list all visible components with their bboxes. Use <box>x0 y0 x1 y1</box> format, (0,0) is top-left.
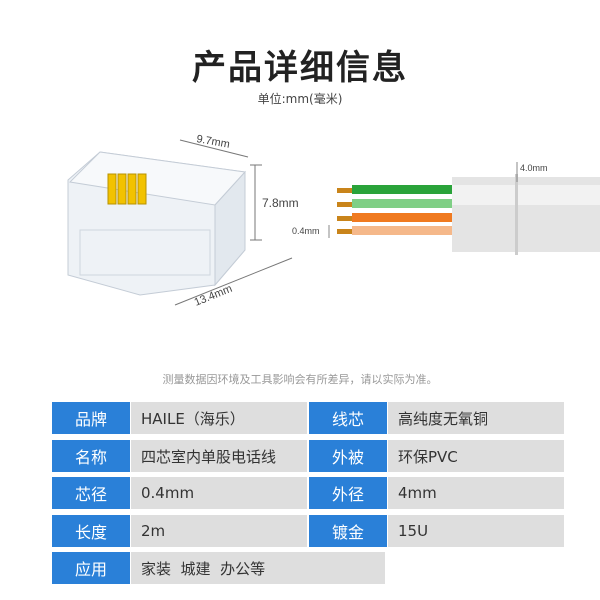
spec-value: 4mm <box>388 477 564 509</box>
height-dimension: 7.8mm <box>262 196 299 210</box>
spec-label: 应用 <box>52 552 130 584</box>
wire-green-white <box>337 199 452 208</box>
spec-row: 芯径 0.4mm 外径 4mm <box>52 477 564 509</box>
measurement-note: 测量数据因环境及工具影响会有所差异，请以实际为准。 <box>162 373 438 386</box>
spec-value: 家装 城建 办公等 <box>131 552 385 584</box>
width-dimension: 9.7mm <box>195 133 230 151</box>
spec-label: 外径 <box>309 477 387 509</box>
spec-label: 外被 <box>309 440 387 472</box>
spec-row: 长度 2m 镀金 15U <box>52 515 564 547</box>
page-title: 产品详细信息 <box>192 48 408 88</box>
spec-value: 四芯室内单股电话线 <box>131 440 307 472</box>
wire-orange-white <box>337 226 452 235</box>
spec-row: 应用 家装 城建 办公等 <box>52 552 385 584</box>
spec-label: 芯径 <box>52 477 130 509</box>
cable-diameter-dimension: 4.0mm <box>520 163 548 173</box>
spec-value: 2m <box>131 515 307 547</box>
spec-value: 0.4mm <box>131 477 307 509</box>
cable-image <box>337 174 600 255</box>
unit-label: 单位:mm(毫米) <box>257 92 343 106</box>
core-diameter-dimension: 0.4mm <box>292 226 320 236</box>
wire-orange <box>337 213 452 222</box>
spec-label: 线芯 <box>309 402 387 434</box>
spec-value: HAILE（海乐） <box>131 402 307 434</box>
spec-value: 高纯度无氧铜 <box>388 402 564 434</box>
spec-value: 15U <box>388 515 564 547</box>
spec-label: 品牌 <box>52 402 130 434</box>
product-diagram: 9.7mm 7.8mm 13.4mm 4.0mm 0.4mm <box>67 133 600 309</box>
spec-value: 环保PVC <box>388 440 564 472</box>
spec-row: 品牌 HAILE（海乐） 线芯 高纯度无氧铜 <box>52 402 564 434</box>
rj11-connector-image <box>67 151 247 296</box>
spec-label: 名称 <box>52 440 130 472</box>
wire-green <box>337 185 452 194</box>
spec-row: 名称 四芯室内单股电话线 外被 环保PVC <box>52 440 564 472</box>
spec-label: 长度 <box>52 515 130 547</box>
spec-label: 镀金 <box>309 515 387 547</box>
